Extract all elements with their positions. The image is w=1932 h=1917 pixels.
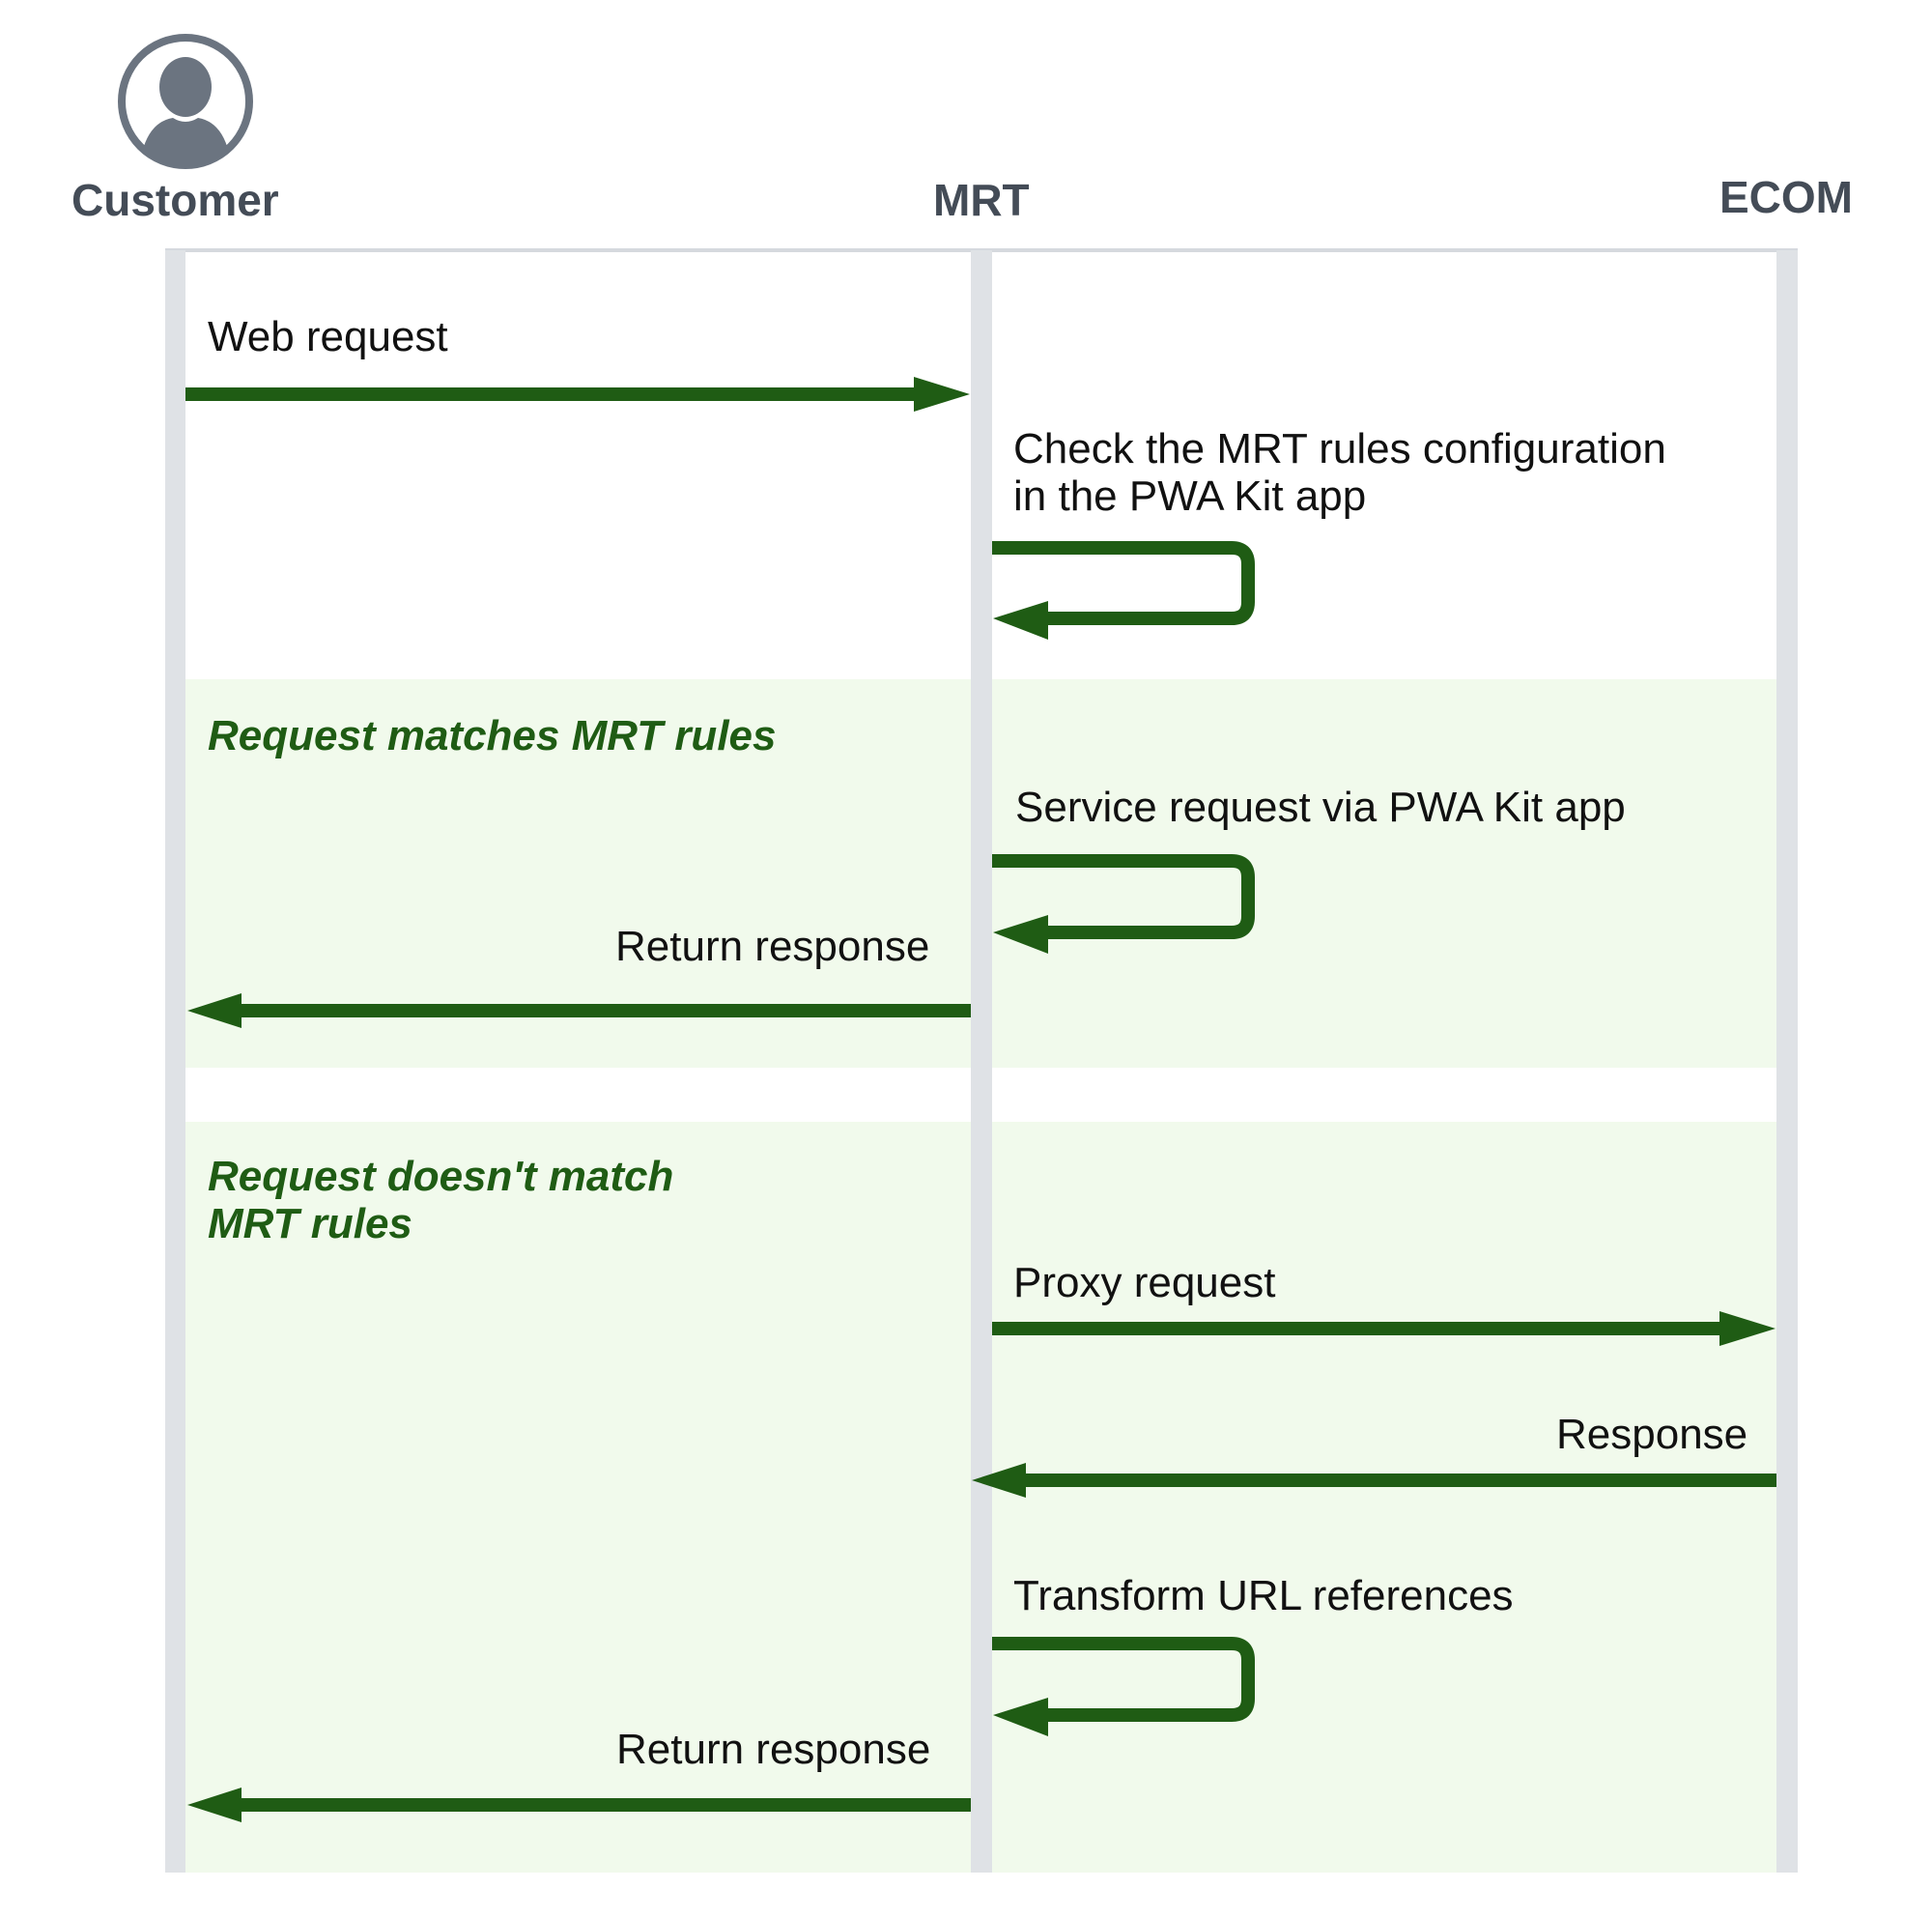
message-return-response-2-label: Return response: [616, 1726, 931, 1773]
participant-mrt-label: MRT: [933, 175, 1030, 225]
group-title-matches: Request matches MRT rules: [208, 712, 777, 759]
arrow-web-request: [185, 377, 970, 412]
customer-avatar: [117, 33, 254, 170]
participant-ecom-label: ECOM: [1719, 172, 1853, 222]
message-web-request-label: Web request: [208, 313, 448, 360]
group-title-no-match-line2: MRT rules: [208, 1200, 412, 1247]
self-arrow-transform-url-head: [993, 1698, 1048, 1736]
person-avatar-icon: [118, 34, 253, 169]
message-check-rules-label: Check the MRT rules configuration in the…: [1013, 425, 1666, 520]
group-title-no-match-line1: Request doesn't match: [208, 1153, 674, 1200]
message-response-label: Response: [1556, 1411, 1748, 1458]
message-check-rules-line2: in the PWA Kit app: [1013, 472, 1367, 520]
lifeline-mrt: [971, 250, 992, 1873]
self-arrow-service-request: [992, 854, 1255, 939]
participant-customer-label: Customer: [71, 175, 279, 225]
arrow-response: [972, 1463, 1776, 1498]
self-arrow-check-rules: [992, 541, 1255, 625]
lifeline-ecom: [1776, 250, 1798, 1873]
self-arrow-check-rules-head: [993, 601, 1048, 640]
group-title-no-match: Request doesn't match MRT rules: [208, 1153, 673, 1247]
arrow-return-response-1: [187, 993, 971, 1028]
message-service-request-label: Service request via PWA Kit app: [1015, 784, 1626, 831]
message-check-rules-line1: Check the MRT rules configuration: [1013, 425, 1666, 472]
message-proxy-request-label: Proxy request: [1013, 1259, 1276, 1306]
lifeline-customer: [165, 250, 185, 1873]
arrow-return-response-2: [187, 1788, 971, 1822]
self-arrow-service-request-head: [993, 915, 1048, 954]
self-arrow-transform-url: [992, 1637, 1255, 1722]
arrow-proxy-request: [992, 1311, 1776, 1346]
message-return-response-1-label: Return response: [615, 923, 930, 970]
message-transform-url-label: Transform URL references: [1013, 1572, 1514, 1619]
